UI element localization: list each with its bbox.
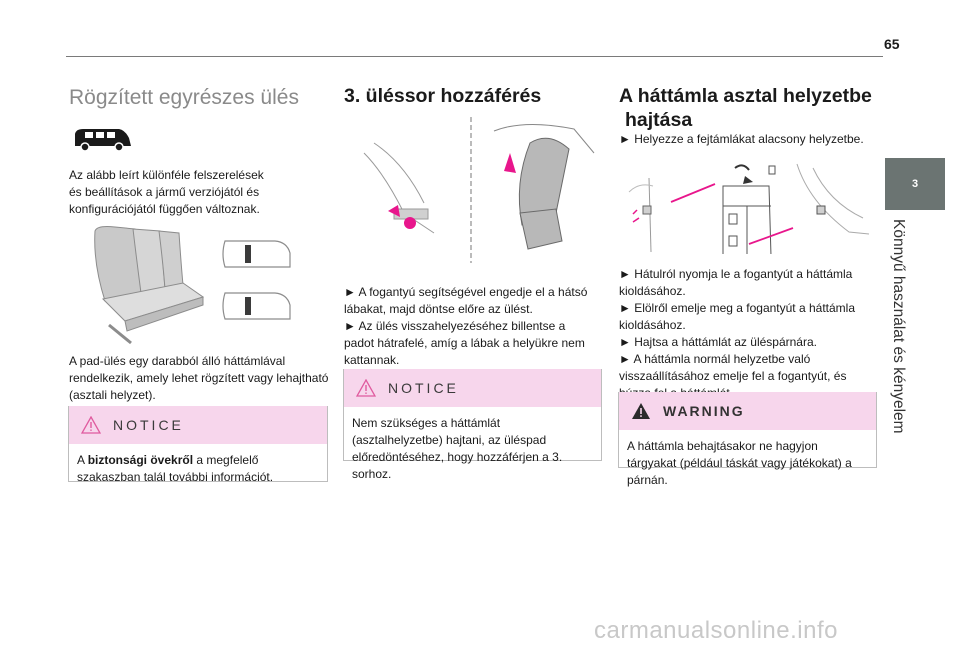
caution-icon xyxy=(356,379,376,397)
column-table-position: A háttámla asztal helyzetbe hajtása ► He… xyxy=(618,80,877,487)
notice-box: NOTICE A biztonsági övekről a megfelelő … xyxy=(68,406,328,484)
van-icon xyxy=(75,129,131,152)
top-divider xyxy=(66,56,883,57)
warning-label: WARNING xyxy=(663,403,745,419)
caution-icon xyxy=(81,416,101,434)
warning-body: A háttámla behajtásakor ne hagyjon tárgy… xyxy=(627,439,852,487)
step-headrests: ► Helyezze a fejtámlákat alacsony helyze… xyxy=(619,132,864,146)
intro-text: Az alább leírt különféle felszerelések é… xyxy=(69,168,264,216)
warning-icon xyxy=(632,403,650,419)
section-title: A háttámla asztal helyzetbe hajtása xyxy=(619,84,877,133)
warning-box: WARNING A háttámla behajtásakor ne hagyj… xyxy=(618,392,877,487)
section-title-line1: A háttámla asztal helyzetbe xyxy=(619,85,872,107)
step-push-handle: ► Hátulról nyomja le a fogantyút a háttá… xyxy=(619,267,853,298)
step-reposition: ► Az ülés visszahelyezéséhez billentse a… xyxy=(344,319,585,367)
step-release-legs: ► A fogantyú segítségével engedje el a h… xyxy=(344,285,588,316)
notice-body: Nem szükséges a háttámlát (asztalhelyzet… xyxy=(352,416,563,481)
seat-tilt-illustration xyxy=(363,117,595,263)
section-title: Rögzített egyrészes ülés xyxy=(69,86,299,109)
backrest-fold-illustration xyxy=(628,163,870,254)
bench-seat-illustration xyxy=(94,226,291,345)
seat-belts-link[interactable]: biztonsági övekről xyxy=(87,453,194,467)
chapter-tab[interactable]: 3 xyxy=(885,158,945,210)
step-lift-handle: ► Elölről emelje meg a fogantyút a háttá… xyxy=(619,301,855,332)
column-fixed-seat: Rögzített egyrészes ülés Az alább leírt … xyxy=(68,80,329,484)
notice-text-start: A xyxy=(77,453,88,467)
watermark: carmanualsonline.info xyxy=(594,617,838,644)
column-third-row-access: 3. üléssor hozzáférés ► A fogantyú segít… xyxy=(343,80,602,481)
chapter-title-text: Könnyű használat és kényelem xyxy=(890,219,907,434)
notice-text-end: a megfelelő szakaszban talál további inf… xyxy=(77,453,274,484)
section-title: 3. üléssor hozzáférés xyxy=(344,85,542,107)
notice-body: A biztonsági övekről a megfelelő szakasz… xyxy=(69,444,327,494)
notice-label: NOTICE xyxy=(113,417,184,433)
bench-description: A pad-ülés egy darabból álló háttámlával… xyxy=(69,354,329,402)
section-title-line2: hajtása xyxy=(625,109,693,132)
warning-header: WARNING xyxy=(619,392,876,430)
page-number: 65 xyxy=(884,36,900,52)
step-fold-backrest: ► Hajtsa a háttámlát az üléspárnára. xyxy=(619,335,817,349)
notice-header: NOTICE xyxy=(344,369,601,407)
notice-label: NOTICE xyxy=(388,380,459,396)
notice-header: NOTICE xyxy=(69,406,327,444)
notice-box: NOTICE Nem szükséges a háttámlát (asztal… xyxy=(343,369,602,481)
